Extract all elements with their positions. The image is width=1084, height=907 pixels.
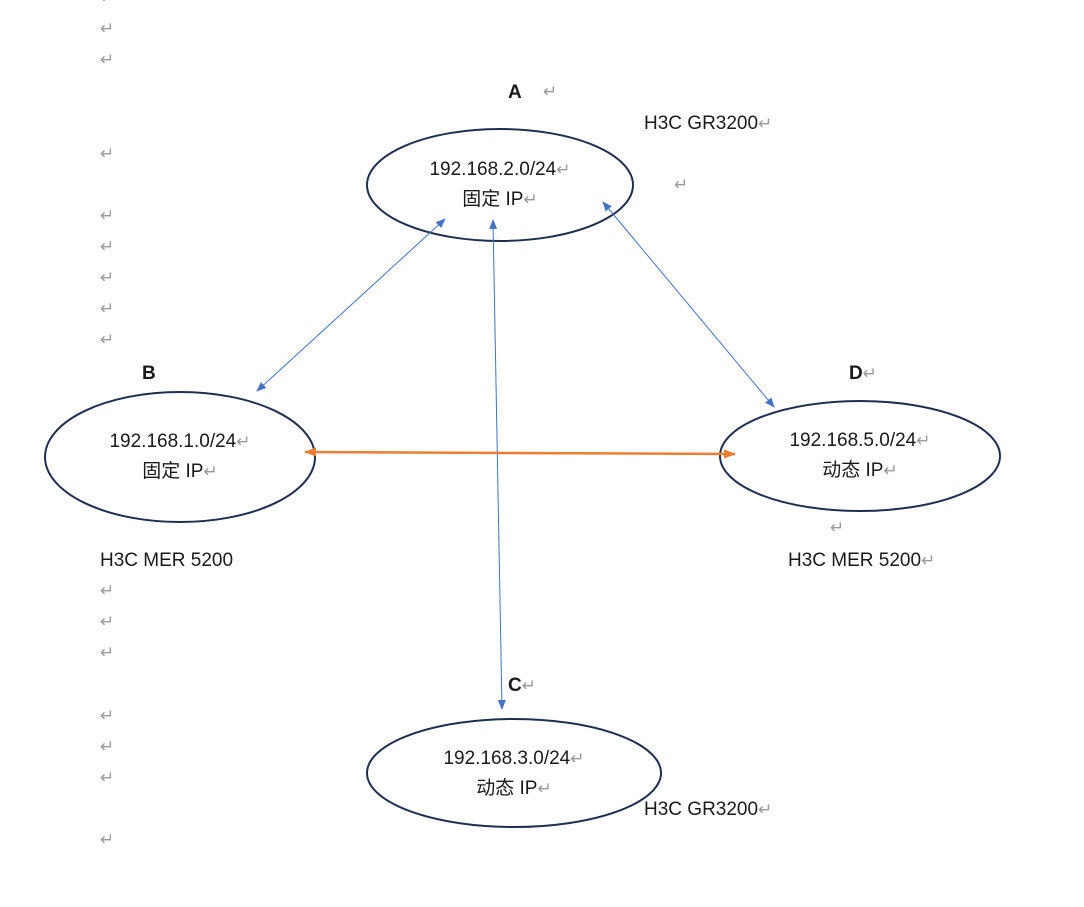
- paragraph-mark: ↵: [921, 551, 936, 570]
- subnet-line: 192.168.5.0/24↵: [730, 426, 990, 456]
- node-b-label: B: [142, 363, 156, 384]
- paragraph-mark: ↵: [883, 461, 898, 480]
- paragraph-mark: ↵: [916, 431, 931, 450]
- ip-type: 固定 IP: [142, 461, 204, 482]
- paragraph-mark: ↵: [100, 830, 115, 849]
- paragraph-mark: ↵: [674, 175, 689, 194]
- paragraph-mark: ↵: [537, 779, 552, 798]
- paragraph-mark: ↵: [862, 364, 877, 383]
- paragraph-mark: ↵: [100, 237, 115, 256]
- node-a-label: A: [508, 82, 522, 103]
- paragraph-mark: ↵: [758, 800, 773, 819]
- paragraph-mark: ↵: [100, 0, 114, 8]
- subnet-line: 192.168.1.0/24↵: [50, 427, 310, 457]
- ip-type: 动态 IP: [476, 778, 538, 799]
- node-c-text: 192.168.3.0/24↵ 动态 IP↵: [384, 744, 644, 804]
- paragraph-mark: ↵: [570, 749, 585, 768]
- paragraph-mark: ↵: [100, 144, 115, 163]
- device-text: H3C MER 5200: [788, 550, 922, 571]
- paragraph-mark: ↵: [100, 268, 115, 287]
- node-c-ellipse: [366, 718, 662, 828]
- device-text: H3C GR3200: [644, 113, 759, 134]
- paragraph-mark: ↵: [830, 518, 845, 537]
- link-a-c: [489, 219, 506, 710]
- paragraph-mark: ↵: [100, 768, 115, 787]
- paragraph-mark: ↵: [100, 706, 115, 725]
- subnet: 192.168.3.0/24: [443, 748, 571, 769]
- ip-type-line: 固定 IP↵: [370, 185, 630, 215]
- paragraph-mark: ↵: [100, 581, 115, 600]
- paragraph-mark: ↵: [100, 50, 115, 69]
- node-a-device: H3C GR3200↵: [644, 113, 772, 135]
- node-b-device: H3C MER 5200: [100, 550, 234, 571]
- paragraph-mark: ↵: [100, 19, 115, 38]
- label-text: D: [849, 363, 863, 384]
- node-d-label: D↵: [849, 363, 877, 385]
- subnet: 192.168.2.0/24: [429, 159, 557, 180]
- node-a-text: 192.168.2.0/24↵ 固定 IP↵: [370, 155, 630, 215]
- subnet-line: 192.168.3.0/24↵: [384, 744, 644, 774]
- link-a-d: [602, 201, 775, 408]
- link-b-d: [304, 447, 736, 459]
- subnet: 192.168.1.0/24: [109, 431, 237, 452]
- paragraph-mark: ↵: [100, 612, 115, 631]
- ip-type: 固定 IP: [462, 189, 524, 210]
- node-d-device: H3C MER 5200↵: [788, 550, 935, 572]
- paragraph-mark: ↵: [521, 676, 536, 695]
- subnet: 192.168.5.0/24: [789, 430, 917, 451]
- node-c-label: C↵: [508, 675, 536, 697]
- paragraph-mark: ↵: [100, 330, 115, 349]
- node-b-text: 192.168.1.0/24↵ 固定 IP↵: [50, 427, 310, 487]
- node-c-device: H3C GR3200↵: [644, 799, 772, 821]
- label-text: C: [508, 675, 522, 696]
- subnet-line: 192.168.2.0/24↵: [370, 155, 630, 185]
- ip-type-line: 动态 IP↵: [730, 456, 990, 486]
- paragraph-mark: ↵: [100, 643, 115, 662]
- paragraph-mark: ↵: [758, 114, 773, 133]
- link-a-b: [256, 218, 446, 392]
- paragraph-mark: ↵: [236, 432, 251, 451]
- ip-type-line: 固定 IP↵: [50, 457, 310, 487]
- ip-type-line: 动态 IP↵: [384, 774, 644, 804]
- paragraph-mark: ↵: [556, 160, 571, 179]
- ip-type: 动态 IP: [822, 460, 884, 481]
- paragraph-mark: ↵: [203, 462, 218, 481]
- node-d-text: 192.168.5.0/24↵ 动态 IP↵: [730, 426, 990, 486]
- device-text: H3C GR3200: [644, 799, 759, 820]
- paragraph-mark: ↵: [100, 299, 115, 318]
- paragraph-mark: ↵: [100, 737, 115, 756]
- paragraph-mark: ↵: [100, 206, 115, 225]
- paragraph-mark: ↵: [543, 82, 558, 101]
- paragraph-mark: ↵: [523, 190, 538, 209]
